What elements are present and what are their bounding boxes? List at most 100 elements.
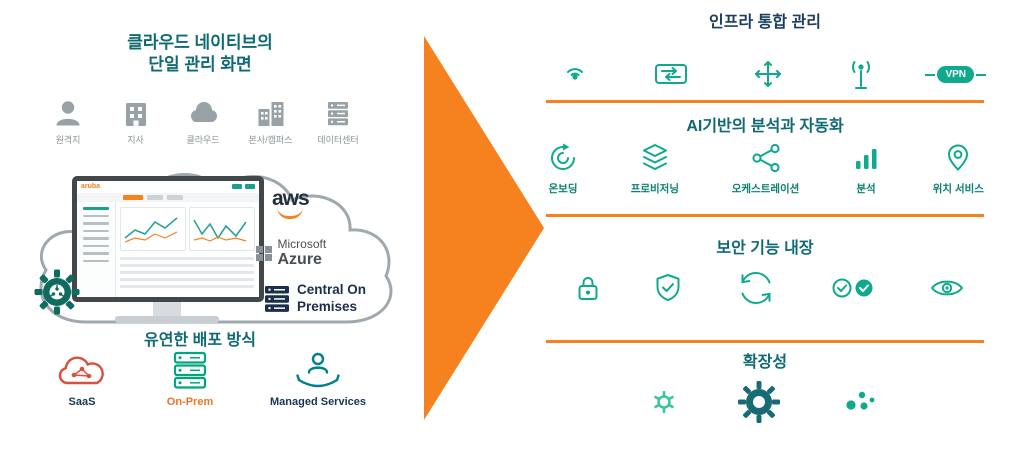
switch-icon [654, 64, 687, 84]
location-label: 클라우드 [186, 135, 220, 145]
location-label: 데이터센터 [317, 135, 359, 145]
dashboard-chart [189, 207, 255, 251]
dashboard-sidebar-item [83, 244, 109, 247]
aruba-logo: aruba [81, 183, 101, 190]
cloud-icon [191, 102, 217, 122]
gear-circuit-icon [34, 269, 80, 315]
flow-arrow [424, 36, 544, 420]
ai-item-label: 오케스트레이션 [731, 183, 800, 195]
ai-items-row: 온보딩 프로비저닝 오케스트레이션 [548, 140, 984, 196]
dashboard-table-row [120, 278, 254, 281]
lock-icon [578, 277, 598, 300]
wifi-ap-icon [567, 68, 583, 80]
azure-text: Azure [277, 251, 322, 269]
saas-label: SaaS [68, 396, 96, 408]
cloud-native-title-line1: 클라우드 네이티브의 [127, 33, 273, 52]
managed-services-label: Managed Services [270, 396, 366, 408]
dashboard-sidebar-item [83, 229, 109, 232]
vpn-icon: VPN [925, 65, 986, 83]
onprem-server-icon [173, 351, 207, 389]
ai-item-location: 위치 서비스 [933, 140, 984, 196]
cloud-native-title: 클라우드 네이티브의 단일 관리 화면 [60, 32, 340, 76]
gateway-icon [754, 61, 781, 87]
aws-logo: aws [272, 187, 310, 219]
location-item-cloud: 클라우드 [171, 96, 235, 146]
dashboard-sidebar-item [83, 237, 109, 240]
ai-item-label: 온보딩 [548, 183, 578, 195]
cloud-native-title-line2: 단일 관리 화면 [148, 55, 252, 75]
monitor: aruba [72, 176, 264, 302]
section-title-security: 보안 기능 내장 [716, 240, 814, 257]
verified-checks-icon [832, 278, 873, 298]
central-on-premises-badge: Central On Premises [264, 282, 366, 316]
antenna-icon [851, 61, 870, 89]
large-gear-icon [738, 381, 780, 423]
location-label: 본사/캠퍼스 [248, 135, 293, 145]
saas-cloud-icon [58, 356, 104, 385]
dashboard-sidebar-item [83, 259, 109, 262]
divider-line-1 [546, 100, 984, 103]
ai-item-onboarding: 온보딩 [548, 140, 578, 196]
branch-building-icon [125, 103, 146, 126]
infrastructure-icons-row: VPN [560, 50, 986, 98]
vpn-line [976, 74, 986, 76]
dashboard-topbar-chip [232, 184, 242, 189]
microsoft-text: Microsoft [277, 237, 327, 251]
location-item-campus: 본사/캠퍼스 [239, 96, 303, 146]
eye-icon [931, 280, 963, 296]
aws-logo-text: aws [272, 187, 310, 210]
dashboard-sidebar [77, 202, 116, 297]
location-item-remote: 원격지 [36, 96, 100, 146]
cluster-dots-icon [846, 391, 875, 410]
orchestration-icon [751, 143, 780, 173]
ai-item-label: 위치 서비스 [932, 183, 984, 195]
security-icons-row [576, 258, 964, 318]
central-text-line1: Central On [297, 282, 367, 297]
ai-item-provisioning: 프로비저닝 [631, 140, 679, 196]
provisioning-icon [642, 144, 667, 170]
monitor-stand-neck [153, 302, 181, 317]
ai-item-label: 프로비저닝 [630, 183, 680, 195]
dashboard-main [115, 202, 259, 297]
vpn-line [925, 74, 936, 76]
location-label: 원격지 [55, 135, 81, 145]
dashboard-table-row [120, 285, 254, 288]
aws-smile-icon [277, 207, 304, 219]
sync-arrows-icon [741, 272, 771, 304]
dashboard-sidebar-item [83, 222, 109, 225]
ai-item-orchestration: 오케스트레이션 [731, 140, 800, 196]
divider-line-2 [546, 214, 984, 217]
shield-check-icon [656, 274, 680, 301]
small-gear-icon [654, 391, 674, 413]
deploy-item-managed: Managed Services [248, 350, 388, 408]
ai-item-label: 분석 [856, 183, 876, 195]
server-stack-icon [265, 285, 289, 312]
location-item-branch: 지사 [104, 96, 168, 146]
monitor-screen: aruba [77, 181, 259, 297]
dashboard-chart [120, 207, 186, 251]
ai-item-analytics: 분석 [852, 140, 880, 196]
section-title-scalability: 확장성 [742, 354, 788, 371]
deployment-title: 유연한 배포 방식 [144, 332, 256, 349]
deploy-item-saas: SaaS [32, 350, 132, 408]
section-title-infrastructure: 인프라 통합 관리 [709, 14, 821, 31]
datacenter-icon [328, 102, 348, 126]
scalability-icons-row [545, 372, 985, 432]
analytics-icon [856, 149, 877, 169]
monitor-stand-base [115, 316, 219, 323]
dashboard-sidebar-item [83, 214, 109, 217]
onboarding-icon [551, 143, 575, 170]
vpn-label: VPN [945, 68, 966, 80]
dashboard-sidebar-item [83, 252, 109, 255]
dashboard-tab [147, 195, 163, 200]
location-label: 지사 [127, 135, 144, 145]
divider-line-3 [546, 340, 984, 343]
central-text-line2: Premises [297, 298, 358, 314]
remote-user-icon [56, 101, 80, 126]
dashboard-tab [167, 195, 183, 200]
dashboard-sidebar-item [83, 207, 109, 210]
dashboard-table-row [120, 257, 254, 260]
managed-services-icon [296, 352, 340, 388]
microsoft-logo-icon [256, 245, 272, 262]
